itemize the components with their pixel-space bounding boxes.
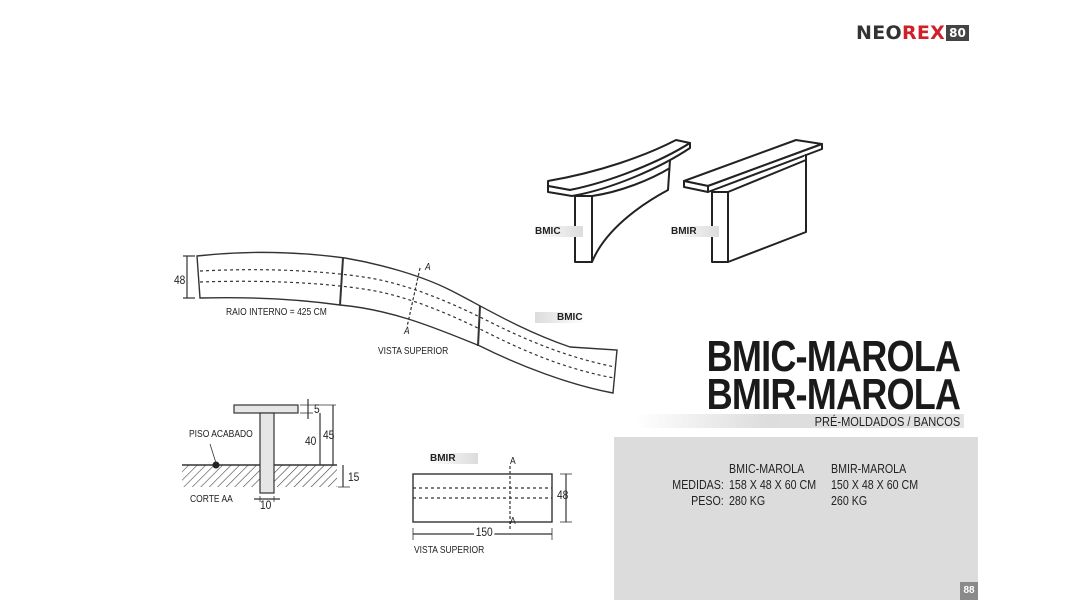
piso-acabado-label: PISO ACABADO <box>189 429 253 440</box>
section-drawing <box>182 399 350 502</box>
bmic-plan-tag: BMIC <box>535 312 586 323</box>
straight-dim-48: 48 <box>557 488 569 502</box>
corte-aa-label: CORTE AA <box>190 494 233 505</box>
title-line-1: BMIC-MAROLA <box>706 332 960 381</box>
raio-interno-label: RAIO INTERNO = 425 CM <box>226 307 327 318</box>
spec-row2-col2: 260 KG <box>831 493 868 508</box>
curved-section-a-top: A <box>425 262 431 273</box>
straight-dim-150: 150 <box>474 525 495 539</box>
logo-neo: NEO <box>856 22 902 44</box>
bmir-3d-tag: BMIR <box>668 226 719 237</box>
spec-col1-head: BMIC-MAROLA <box>729 461 805 476</box>
straight-section-a-bottom: A <box>510 516 516 527</box>
spec-row2-label: PESO: <box>691 493 724 508</box>
section-dim-15: 15 <box>348 470 360 484</box>
bmic-3d-tag: BMIC <box>532 226 583 237</box>
logo-80: 80 <box>946 25 969 41</box>
curved-section-a-bottom: A <box>404 326 410 337</box>
straight-plan-caption: VISTA SUPERIOR <box>414 545 485 556</box>
curved-dim-48: 48 <box>174 273 186 287</box>
bmir-3d-drawing <box>683 139 823 263</box>
section-dim-45: 45 <box>323 428 335 442</box>
bmic-3d-drawing <box>547 139 691 263</box>
curved-plan-caption: VISTA SUPERIOR <box>378 346 449 357</box>
spec-row1-col1: 158 X 48 X 60 CM <box>729 477 817 492</box>
subtitle: PRÉ-MOLDADOS / BANCOS <box>814 414 960 429</box>
spec-row2-col1: 280 KG <box>729 493 766 508</box>
straight-section-a-top: A <box>510 456 516 467</box>
specs-panel <box>614 437 978 600</box>
bmic-plan-drawing <box>183 251 618 394</box>
page-number: 88 <box>960 582 978 600</box>
logo-rex: REX <box>901 22 946 44</box>
spec-row1-col2: 150 X 48 X 60 CM <box>831 477 919 492</box>
spec-row1-label: MEDIDAS: <box>672 477 724 492</box>
section-dim-5: 5 <box>314 402 320 416</box>
section-dim-10: 10 <box>260 498 272 512</box>
title-line-2: BMIR-MAROLA <box>706 370 960 419</box>
spec-col2-head: BMIR-MAROLA <box>831 461 907 476</box>
section-dim-40: 40 <box>305 434 317 448</box>
subtitle-bar <box>635 414 964 428</box>
bmir-plan-tag: BMIR <box>427 453 478 464</box>
